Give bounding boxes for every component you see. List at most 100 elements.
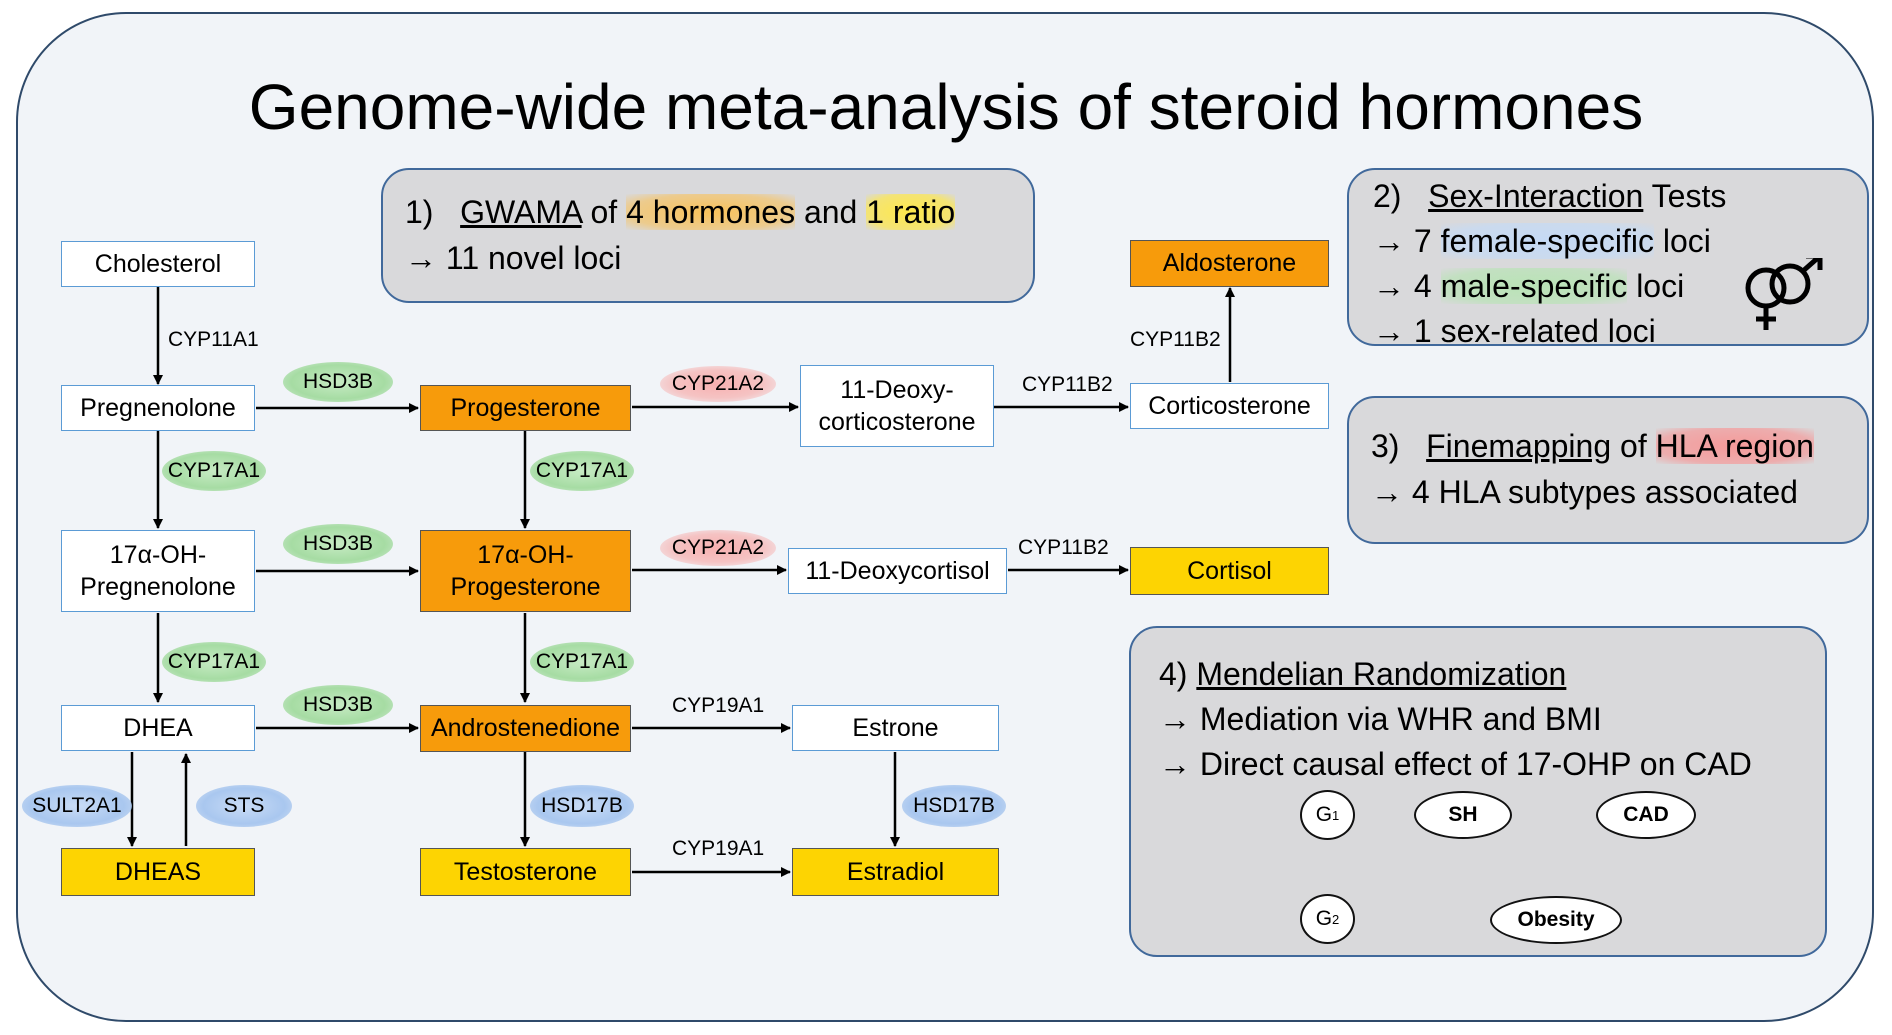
node-androstenedione-label: Androstenedione <box>430 714 621 743</box>
panel-sex-number: 2) <box>1373 178 1402 214</box>
node-testosterone: Testosterone <box>420 848 631 896</box>
arrow-glyph: → <box>1373 223 1405 259</box>
node-aldosterone: Aldosterone <box>1130 240 1329 287</box>
enzyme-hsd17b-2: HSD17B <box>902 785 1006 827</box>
panel-sex-title-term: Sex-Interaction <box>1428 178 1644 214</box>
node-17oh-progesterone-label-2: Progesterone <box>450 573 601 601</box>
enzyme-cyp11a1: CYP11A1 <box>168 328 259 351</box>
node-corticosterone-label: Corticosterone <box>1148 391 1311 420</box>
panel-finemapping-hla-region: HLA region <box>1655 428 1814 464</box>
node-progesterone: Progesterone <box>420 385 631 431</box>
enzyme-cyp11b2-cortisol: CYP11B2 <box>1018 536 1109 559</box>
arrow-glyph: → <box>1159 746 1191 782</box>
node-dhea-label: DHEA <box>123 713 193 742</box>
node-dheas-label: DHEAS <box>114 857 202 886</box>
enzyme-sult2a1: SULT2A1 <box>22 785 132 827</box>
dag-node-cad-label: CAD <box>1623 803 1669 826</box>
arrow-glyph: → <box>1373 313 1405 349</box>
panel-sex-line-related: → 1 sex-related loci <box>1373 313 1656 350</box>
panel-sex-line-male: → 4 male-specific loci <box>1373 268 1684 305</box>
panel-mr-line-1: → Mediation via WHR and BMI <box>1159 701 1602 738</box>
panel-mr-line-2: → Direct causal effect of 17-OHP on CAD <box>1159 746 1752 783</box>
enzyme-sts: STS <box>196 785 292 827</box>
node-aldosterone-label: Aldosterone <box>1162 249 1297 278</box>
dag-node-g2-sub: 2 <box>1332 911 1340 927</box>
panel-finemapping-line-2: → 4 HLA subtypes associated <box>1371 474 1798 511</box>
enzyme-hsd17b-1: HSD17B <box>530 785 634 827</box>
panel-sex-female-loci: loci <box>1662 223 1711 259</box>
node-cholesterol: Cholesterol <box>61 241 255 287</box>
node-corticosterone: Corticosterone <box>1130 383 1329 429</box>
enzyme-hsd3b-2: HSD3B <box>283 524 393 564</box>
panel-mr-direct-effect: Direct causal effect of 17-OHP on CAD <box>1199 746 1752 782</box>
panel-sex-line-female: → 7 female-specific loci <box>1373 223 1711 260</box>
panel-finemapping-number: 3) <box>1371 428 1400 464</box>
node-17oh-progesterone-label-1: 17α-OH- <box>477 540 574 569</box>
node-dheas: DHEAS <box>61 848 255 896</box>
arrow-glyph: → <box>1373 268 1405 304</box>
enzyme-cyp21a2-1: CYP21A2 <box>660 366 776 402</box>
dag-node-cad: CAD <box>1596 791 1696 839</box>
panel-finemapping-title: 3) Finemapping of HLA region <box>1371 428 1814 465</box>
panel-finemapping-term: Finemapping <box>1426 428 1612 464</box>
enzyme-cyp17a1-3: CYP17A1 <box>162 642 266 682</box>
panel-gwama: 1) GWAMA of 4 hormones and 1 ratio → 11 … <box>381 168 1035 303</box>
sex-symbol-icon <box>1745 258 1823 330</box>
enzyme-cyp21a2-2: CYP21A2 <box>660 530 776 566</box>
panel-gwama-and: and <box>803 194 858 230</box>
panel-finemapping: 3) Finemapping of HLA region → 4 HLA sub… <box>1347 396 1869 544</box>
panel-gwama-of: of <box>590 194 618 230</box>
panel-sex-related: 1 sex-related loci <box>1413 313 1656 349</box>
panel-sex-male-specific: male-specific <box>1440 268 1628 304</box>
node-dhea: DHEA <box>61 705 255 751</box>
enzyme-hsd3b-1: HSD3B <box>283 362 393 402</box>
panel-sex-male-loci: loci <box>1636 268 1685 304</box>
panel-mr-number: 4) <box>1159 656 1188 692</box>
dag-node-obesity-label: Obesity <box>1517 908 1595 931</box>
node-deoxycorticosterone-label-1: 11-Deoxy- <box>840 375 954 404</box>
dag-node-g2-label: G <box>1315 907 1333 930</box>
panel-gwama-term: GWAMA <box>460 194 582 230</box>
node-17oh-pregnenolone: 17α-OH- Pregnenolone <box>61 530 255 612</box>
node-estrone-label: Estrone <box>852 713 939 742</box>
node-cortisol: Cortisol <box>1130 547 1329 595</box>
panel-sex-male-count: 4 <box>1413 268 1432 304</box>
panel-gwama-number: 1) <box>405 194 434 230</box>
dag-node-g1-sub: 1 <box>1332 807 1340 823</box>
panel-gwama-hormones: 4 hormones <box>626 194 796 230</box>
panel-finemapping-hla-subtypes: 4 HLA subtypes associated <box>1411 474 1798 510</box>
node-estradiol: Estradiol <box>792 848 999 896</box>
enzyme-cyp11b2-aldosterone: CYP11B2 <box>1130 328 1221 351</box>
enzyme-cyp19a1-estrone: CYP19A1 <box>672 694 765 717</box>
panel-gwama-novel-loci: 11 novel loci <box>445 240 622 276</box>
node-androstenedione: Androstenedione <box>420 705 631 752</box>
panel-mr-mediation: Mediation via WHR and BMI <box>1199 701 1602 737</box>
node-11-deoxycortisol: 11-Deoxycortisol <box>788 548 1007 594</box>
node-17oh-pregnenolone-label-2: Pregnenolone <box>80 573 236 601</box>
panel-sex-title: 2) Sex-Interaction Tests <box>1373 178 1726 215</box>
node-11-deoxycortisol-label: 11-Deoxycortisol <box>805 556 990 585</box>
node-17oh-pregnenolone-label-1: 17α-OH- <box>109 540 207 569</box>
enzyme-hsd3b-3: HSD3B <box>283 685 393 725</box>
enzyme-cyp11b2-corticosterone: CYP11B2 <box>1022 373 1113 396</box>
dag-node-sh: SH <box>1414 791 1512 839</box>
panel-sex-interaction: 2) Sex-Interaction Tests → 7 female-spec… <box>1347 168 1869 349</box>
node-estradiol-label: Estradiol <box>846 857 945 886</box>
panel-gwama-line-2: → 11 novel loci <box>405 240 621 277</box>
arrow-glyph: → <box>405 240 437 276</box>
node-17oh-progesterone: 17α-OH- Progesterone <box>420 530 631 612</box>
node-testosterone-label: Testosterone <box>453 857 598 886</box>
arrow-glyph: → <box>1371 474 1403 510</box>
node-pregnenolone-label: Pregnenolone <box>80 393 236 422</box>
panel-sex-female-specific: female-specific <box>1440 223 1654 259</box>
panel-sex-female-count: 7 <box>1413 223 1432 259</box>
dag-node-obesity: Obesity <box>1490 896 1622 944</box>
diagram-title: Genome-wide meta-analysis of steroid hor… <box>248 71 1644 143</box>
enzyme-cyp17a1-4: CYP17A1 <box>530 642 634 682</box>
node-cholesterol-label: Cholesterol <box>94 249 222 278</box>
enzyme-cyp17a1-1: CYP17A1 <box>162 451 266 491</box>
enzyme-cyp19a1-estradiol: CYP19A1 <box>672 837 765 860</box>
node-cortisol-label: Cortisol <box>1187 556 1272 585</box>
